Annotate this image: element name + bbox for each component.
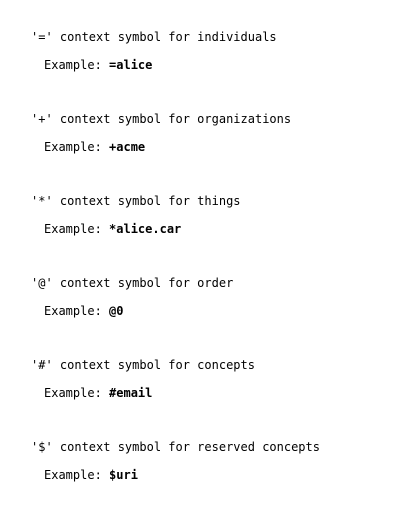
entry-example: Example: =alice bbox=[44, 57, 391, 73]
entry-heading: '$' context symbol for reserved concepts bbox=[31, 440, 320, 454]
example-value: $uri bbox=[109, 468, 138, 482]
example-value: +acme bbox=[109, 140, 146, 154]
example-value: #email bbox=[109, 386, 153, 400]
entry-individuals: '=' context symbol for individuals Examp… bbox=[31, 29, 391, 73]
example-label: Example: bbox=[44, 386, 110, 400]
entry-heading: '#' context symbol for concepts bbox=[31, 358, 255, 372]
entry-example: Example: $uri bbox=[44, 467, 391, 483]
example-label: Example: bbox=[44, 222, 110, 236]
entry-reserved-concepts: '$' context symbol for reserved concepts… bbox=[31, 439, 391, 483]
example-value: =alice bbox=[109, 58, 153, 72]
example-value: @0 bbox=[109, 304, 124, 318]
example-label: Example: bbox=[44, 58, 110, 72]
example-label: Example: bbox=[44, 468, 110, 482]
entry-heading: '+' context symbol for organizations bbox=[31, 112, 292, 126]
entry-example: Example: +acme bbox=[44, 139, 391, 155]
entry-example: Example: *alice.car bbox=[44, 221, 391, 237]
entry-heading: '*' context symbol for things bbox=[31, 194, 241, 208]
entry-organizations: '+' context symbol for organizations Exa… bbox=[31, 111, 391, 155]
entry-order: '@' context symbol for order Example: @0 bbox=[31, 275, 391, 319]
entry-heading: '@' context symbol for order bbox=[31, 276, 234, 290]
entry-example: Example: #email bbox=[44, 385, 391, 401]
entry-things: '*' context symbol for things Example: *… bbox=[31, 193, 391, 237]
example-label: Example: bbox=[44, 304, 110, 318]
entry-concepts: '#' context symbol for concepts Example:… bbox=[31, 357, 391, 401]
entry-heading: '=' context symbol for individuals bbox=[31, 30, 277, 44]
example-value: *alice.car bbox=[109, 222, 182, 236]
example-label: Example: bbox=[44, 140, 110, 154]
entry-example: Example: @0 bbox=[44, 303, 391, 319]
